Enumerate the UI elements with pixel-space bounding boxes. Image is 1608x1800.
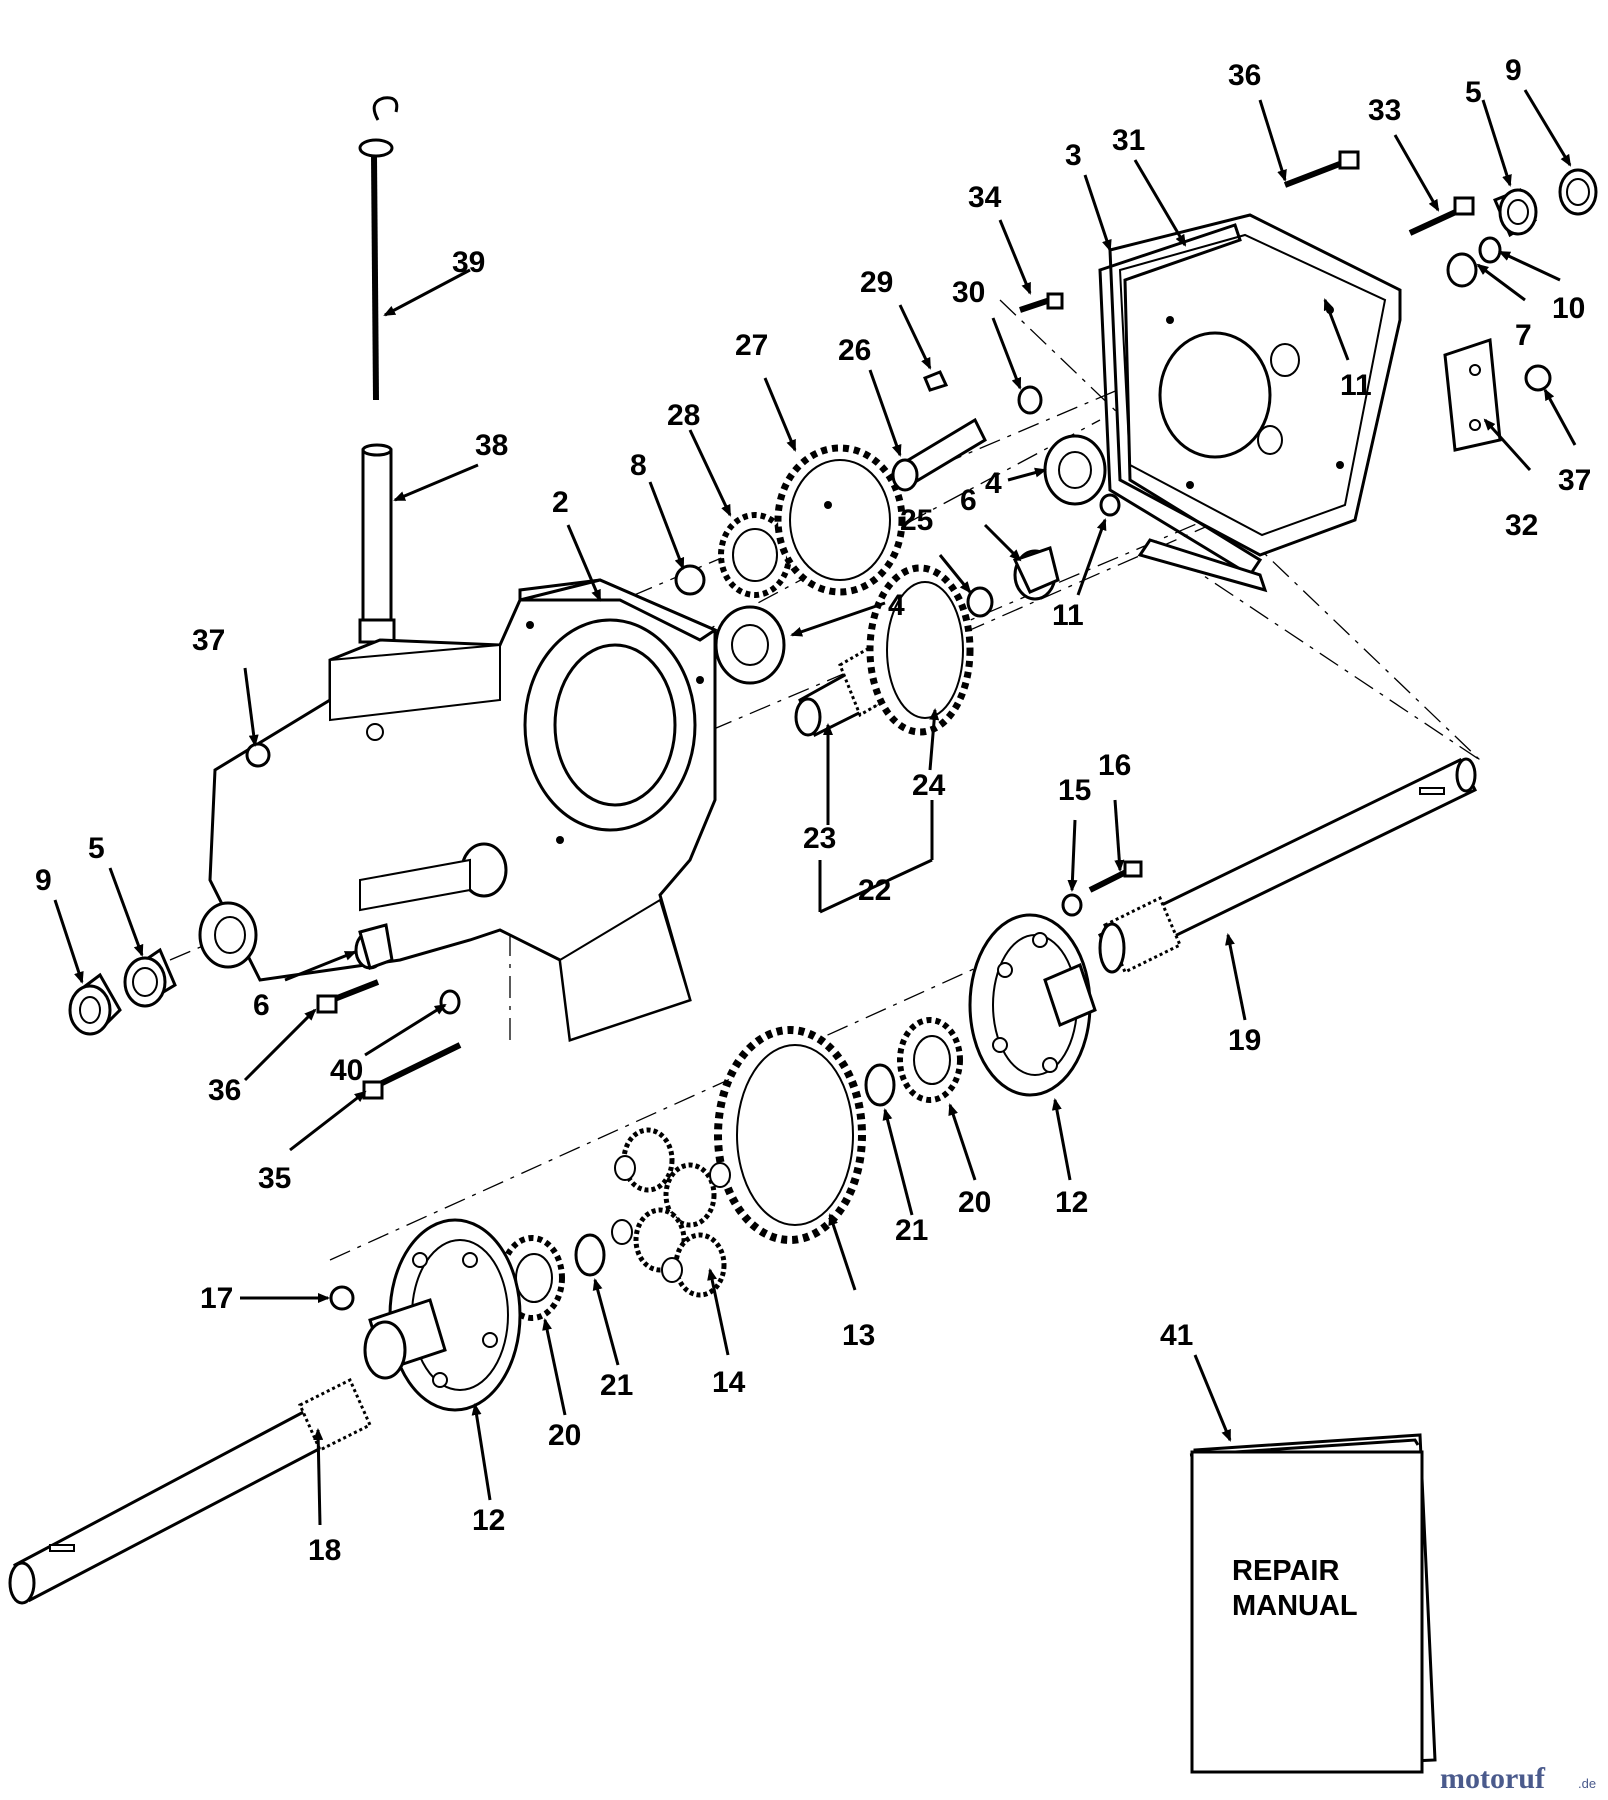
manual-title-line2: MANUAL bbox=[1232, 1590, 1358, 1622]
label-29: 29 bbox=[860, 266, 893, 299]
label-31: 31 bbox=[1112, 124, 1145, 157]
label-36-right: 36 bbox=[1228, 59, 1261, 92]
label-15: 15 bbox=[1058, 774, 1091, 807]
label-41: 41 bbox=[1160, 1319, 1193, 1352]
label-36-left: 36 bbox=[208, 1074, 241, 1107]
part-38-fill-tube bbox=[358, 443, 396, 644]
part-number-labels: 39 38 2 37 9 5 6 36 40 35 8 28 27 26 29 … bbox=[35, 54, 1591, 1567]
part-13-ring-gear bbox=[714, 1026, 866, 1244]
label-21-left: 21 bbox=[600, 1369, 633, 1402]
lower-left-bolts bbox=[316, 979, 462, 1100]
watermark-text: motoruf bbox=[1440, 1762, 1546, 1795]
label-27: 27 bbox=[735, 329, 768, 362]
right-axle-bearings bbox=[1446, 168, 1598, 288]
label-30: 30 bbox=[952, 276, 985, 309]
label-8: 8 bbox=[630, 449, 647, 482]
label-5-left: 5 bbox=[88, 832, 105, 865]
label-22: 22 bbox=[858, 874, 891, 907]
label-5-right: 5 bbox=[1465, 76, 1482, 109]
label-23: 23 bbox=[803, 822, 836, 855]
label-20-right: 20 bbox=[958, 1186, 991, 1219]
label-14: 14 bbox=[712, 1366, 746, 1399]
label-6-left: 6 bbox=[253, 989, 270, 1022]
label-3: 3 bbox=[1065, 139, 1082, 172]
part-12-carrier-right bbox=[968, 913, 1097, 1097]
upper-right-bolts bbox=[1019, 150, 1475, 313]
upper-gear-train bbox=[674, 444, 906, 685]
label-9-right: 9 bbox=[1505, 54, 1522, 87]
part-18-axle-left bbox=[8, 1377, 372, 1605]
label-25: 25 bbox=[900, 504, 933, 537]
part-39-dipstick bbox=[358, 96, 399, 401]
label-10: 10 bbox=[1552, 292, 1585, 325]
label-26: 26 bbox=[838, 334, 871, 367]
label-7: 7 bbox=[1515, 319, 1532, 352]
leader-lines bbox=[53, 89, 1577, 1526]
label-12-right: 12 bbox=[1055, 1186, 1088, 1219]
label-17: 17 bbox=[200, 1282, 233, 1315]
label-28: 28 bbox=[667, 399, 700, 432]
label-37-left: 37 bbox=[192, 624, 225, 657]
manual-title-line1: REPAIR bbox=[1232, 1555, 1339, 1587]
label-4-left: 4 bbox=[888, 589, 905, 622]
label-19: 19 bbox=[1228, 1024, 1261, 1057]
label-32: 32 bbox=[1505, 509, 1538, 542]
label-6-right: 6 bbox=[960, 484, 977, 517]
label-21-right: 21 bbox=[895, 1214, 928, 1247]
label-16: 16 bbox=[1098, 749, 1131, 782]
label-38: 38 bbox=[475, 429, 508, 462]
label-11-lower: 11 bbox=[1052, 599, 1084, 632]
watermark: motoruf .de bbox=[1440, 1762, 1596, 1795]
label-20-left: 20 bbox=[548, 1419, 581, 1452]
part-12-carrier-left bbox=[363, 1218, 522, 1412]
ring-21-right bbox=[864, 1063, 896, 1107]
left-axle-bearings bbox=[68, 923, 394, 1036]
part-17-nut bbox=[329, 1285, 355, 1311]
part-37-nut-left bbox=[245, 742, 271, 768]
cover-bearing bbox=[1043, 434, 1121, 517]
upper-shaft bbox=[891, 370, 1043, 492]
ring-21-left bbox=[574, 1233, 606, 1277]
label-11-right: 11 bbox=[1340, 369, 1372, 402]
label-12-left: 12 bbox=[472, 1504, 505, 1537]
lower-shaft-gear bbox=[794, 546, 1060, 738]
label-18: 18 bbox=[308, 1534, 341, 1567]
part-19-axle-right bbox=[1097, 757, 1478, 975]
label-34: 34 bbox=[968, 181, 1002, 214]
label-2: 2 bbox=[552, 486, 569, 519]
label-24: 24 bbox=[912, 769, 946, 802]
label-4-right: 4 bbox=[985, 467, 1002, 500]
gear-20-right bbox=[897, 1017, 963, 1103]
label-33: 33 bbox=[1368, 94, 1401, 127]
watermark-suffix: .de bbox=[1578, 1776, 1596, 1791]
label-37-right: 37 bbox=[1558, 464, 1591, 497]
label-35: 35 bbox=[258, 1162, 291, 1195]
part-41-repair-manual: REPAIR MANUAL bbox=[1189, 1433, 1437, 1774]
label-9-left: 9 bbox=[35, 864, 52, 897]
washer-bolt-15-16 bbox=[1061, 860, 1143, 917]
part-2-main-housing bbox=[198, 578, 719, 1043]
part-14-planet-gears bbox=[611, 1127, 731, 1298]
label-13: 13 bbox=[842, 1319, 875, 1352]
label-40: 40 bbox=[330, 1054, 363, 1087]
part-31-gasket bbox=[1098, 223, 1268, 593]
label-39: 39 bbox=[452, 246, 485, 279]
